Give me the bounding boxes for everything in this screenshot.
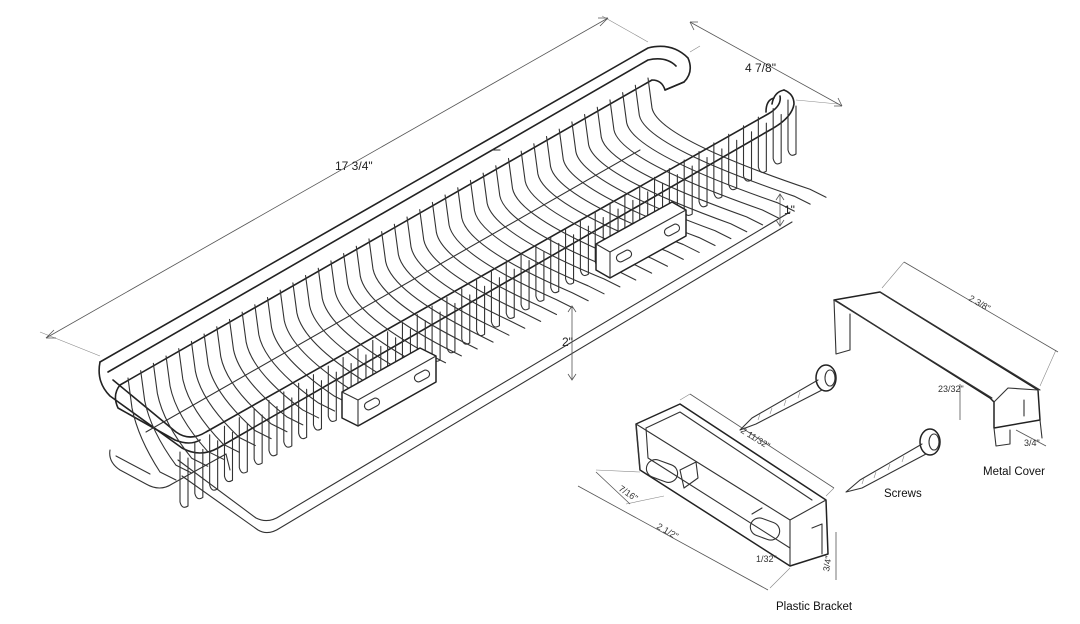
basket-front-wire (787, 99, 797, 156)
basket-front-wire (698, 150, 708, 208)
basket-front-wire (179, 451, 189, 508)
dimension-depth-back: 2" (562, 305, 577, 381)
basket-front-wire (565, 228, 575, 285)
screw-upper (739, 364, 837, 431)
basket-front-wire (520, 253, 530, 311)
bracket-overall-label: 2 1/2" (655, 521, 680, 541)
basket-front-wire (223, 425, 234, 483)
basket-wire (127, 377, 177, 481)
bracket-hole-label: 7/16" (617, 483, 640, 503)
dimension-length: 17 3/4" (39, 15, 649, 357)
basket-wire (216, 326, 288, 433)
basket-wire (584, 114, 748, 233)
basket-front-wire (742, 125, 753, 182)
basket-front-wire (298, 382, 308, 440)
depth-front-label: 1" (784, 203, 795, 217)
basket-front-wire (550, 236, 560, 294)
basket-wire (140, 370, 193, 474)
bracket-side-label: 1/32" (756, 554, 777, 564)
dimension-width: 4 7/8" (689, 21, 843, 107)
basket-wire (393, 223, 510, 336)
basket-wire (419, 209, 542, 322)
basket-wire (203, 333, 272, 440)
basket-front-wire (446, 296, 456, 354)
basket-front-wire (535, 245, 545, 302)
basket-front-wire (757, 116, 767, 174)
basket-wire (596, 106, 764, 226)
basket-front-wire (209, 434, 219, 491)
basket-wire (368, 238, 478, 350)
basket-front-wire (713, 142, 723, 199)
basket-wire (228, 318, 304, 426)
basket-bracket-back (595, 201, 687, 279)
basket-front-wire (327, 365, 337, 423)
basket-wire (609, 99, 779, 219)
basket-wire (571, 121, 732, 240)
basket-wire (165, 355, 225, 460)
basket-wire (355, 245, 462, 357)
basket-wire (381, 231, 494, 343)
basket-wire (292, 282, 383, 391)
length-label: 17 3/4" (335, 159, 373, 173)
basket-wire (431, 201, 558, 316)
basket-front-wire (283, 391, 293, 448)
basket-front-wire (772, 108, 782, 165)
basket-wire (634, 84, 811, 205)
plastic-bracket: 2 11/32" 7/16" 2 1/2" 1/32" 3/4" Plastic… (577, 393, 853, 613)
cover-length-label: 2 3/8" (967, 293, 992, 313)
width-label: 4 7/8" (745, 61, 776, 75)
basket-wire (254, 304, 336, 412)
basket-bracket-front (341, 347, 437, 427)
basket-front-wire (253, 408, 263, 465)
cover-height-label: 23/32" (938, 384, 964, 394)
basket-wire (444, 194, 573, 309)
basket-wire (482, 172, 621, 288)
cover-width-label: 3/4" (1024, 438, 1040, 448)
basket-front-wire (476, 279, 486, 337)
basket-wire (622, 92, 795, 212)
basket-wire (647, 77, 827, 198)
basket-wire (279, 289, 367, 398)
basket-front-wire (461, 288, 471, 345)
metal-cover-caption: Metal Cover (983, 466, 1045, 478)
basket-wire (457, 187, 589, 302)
basket-wire (152, 362, 209, 467)
basket-wire (190, 340, 256, 447)
basket-front-wire (579, 219, 589, 277)
basket-front-wire (505, 262, 515, 319)
basket-wire (406, 216, 526, 329)
basket-front-wire (431, 305, 441, 362)
basket-wire (305, 275, 399, 385)
basket-wire (178, 348, 240, 453)
dimension-depth-front: 1" (775, 193, 795, 227)
basket-front-wire (490, 271, 500, 328)
basket-front-wire (238, 417, 248, 474)
basket-front-wire (268, 399, 278, 457)
screws-caption: Screws (884, 488, 922, 500)
basket-front-wire (194, 442, 204, 500)
screw-lower: Screws (845, 428, 941, 500)
metal-cover: 2 3/8" 23/32" 3/4" Metal Cover (833, 261, 1059, 478)
basket-front-wire (312, 374, 323, 431)
basket-wire (469, 179, 605, 295)
plastic-bracket-caption: Plastic Bracket (776, 601, 853, 613)
depth-back-label: 2" (562, 335, 573, 349)
basket-wire (266, 296, 351, 405)
basket-wire (241, 311, 320, 419)
bracket-height-label: 3/4" (821, 555, 834, 572)
